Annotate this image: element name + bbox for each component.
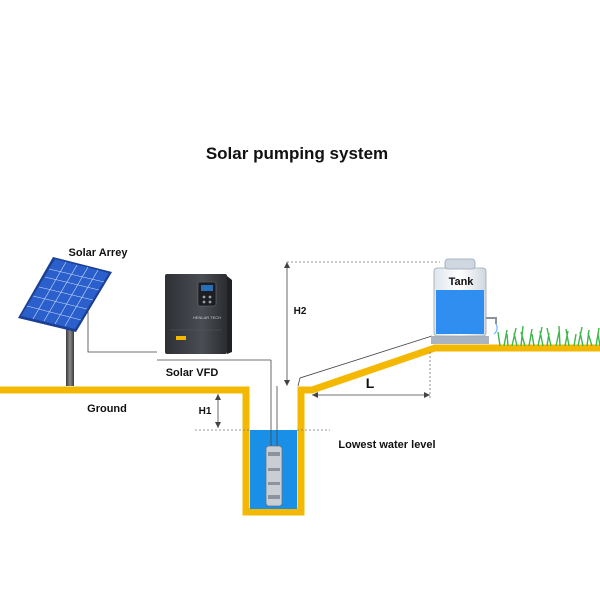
vfd-brand-text: HENLAR TECH: [193, 315, 221, 320]
solar-vfd: HENLAR TECH: [165, 274, 232, 354]
ground-label: Ground: [87, 403, 127, 415]
submersible-pump: [265, 445, 283, 507]
ground-line: [0, 344, 600, 516]
lowest-water-level-label: Lowest water level: [338, 439, 435, 451]
solar-array-label: Solar Arrey: [69, 247, 129, 259]
tank-label: Tank: [449, 276, 475, 288]
solar-panel: [18, 257, 112, 332]
l-label: L: [366, 375, 375, 391]
grass: [497, 325, 600, 347]
diagram-title: Solar pumping system: [206, 144, 388, 163]
delivery-pipe: [297, 335, 433, 387]
h2-label: H2: [294, 306, 307, 317]
panel-wire: [87, 310, 157, 353]
solar-vfd-label: Solar VFD: [166, 367, 219, 379]
h1-label: H1: [199, 406, 212, 417]
solar-pole: [66, 316, 74, 386]
water-tank: [431, 258, 498, 344]
